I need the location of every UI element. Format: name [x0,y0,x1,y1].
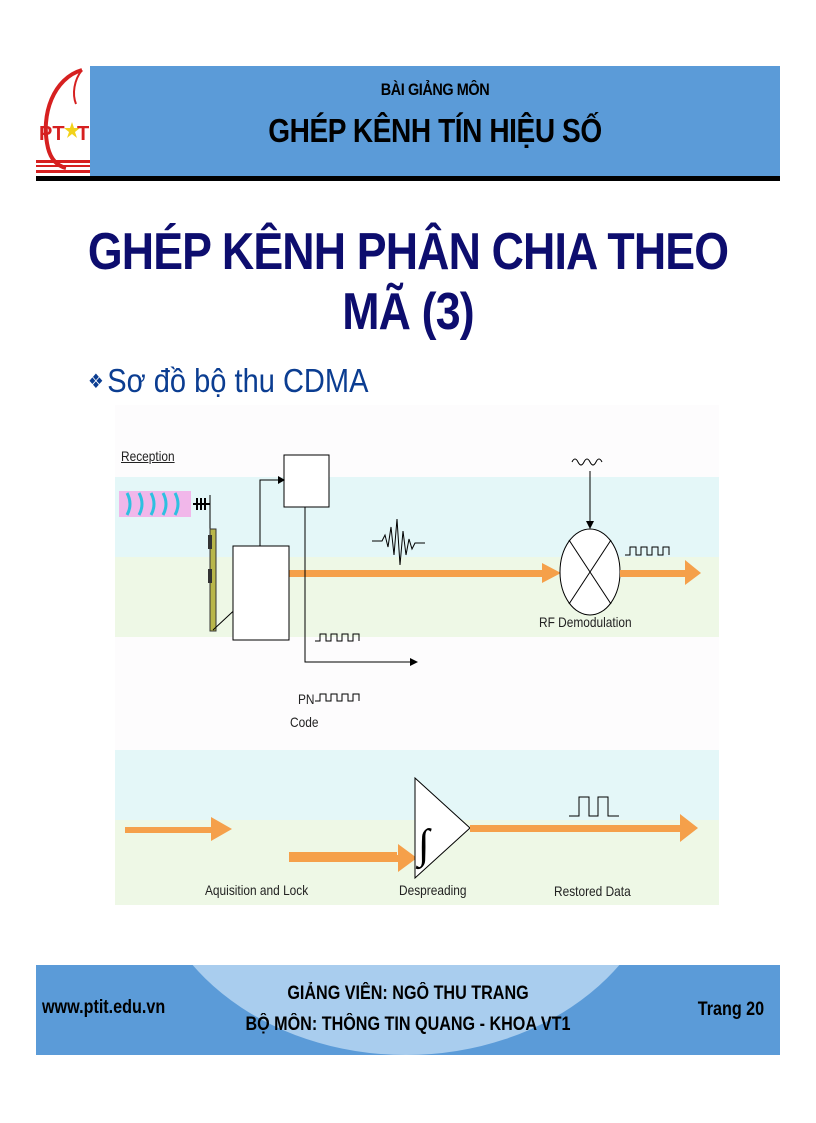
rf-demodulation-label: RF Demodulation [539,614,632,630]
ptit-logo: PT T [36,64,90,174]
rf-burst-icon [372,518,425,566]
department-name: BỘ MÔN: THÔNG TIN QUANG - KHOA VT1 [245,1014,571,1035]
header-subtitle: BÀI GIẢNG MÔN [380,80,490,99]
carrier-wave-icon [571,458,603,466]
pn-code-line1: PN [298,691,315,707]
slide-title: GHÉP KÊNH PHÂN CHIA THEO MÃ (3) [87,223,729,341]
lecturer-name: GIẢNG VIÊN: NGÔ THU TRANG [287,983,529,1004]
antenna-icon [193,495,271,632]
restored-data-label: Restored Data [554,883,631,899]
svg-text:∫: ∫ [415,822,432,870]
despreading-label: Despreading [399,882,467,898]
acquisition-box [232,545,290,641]
page-number: Trang 20 [697,999,764,1020]
header-divider [36,176,780,181]
header-banner [90,66,780,176]
svg-text:PT: PT [39,123,65,145]
integrator-icon [414,776,471,880]
restored-data-waveform-icon [569,796,619,817]
svg-text:T: T [77,123,89,145]
acquisition-label: Aquisition and Lock [205,882,309,898]
diamond-bullet-icon: ❖ [88,370,104,393]
bullet-item: ❖ Sơ đồ bộ thu CDMA [88,362,368,400]
radio-wave-icon [119,491,191,517]
pn-code-box [283,454,330,508]
reception-label: Reception [121,448,175,464]
footer-banner [36,965,780,1055]
bullet-text: Sơ đồ bộ thu CDMA [107,362,369,399]
website-link[interactable]: www.ptit.edu.vn [42,997,166,1018]
course-title: GHÉP KÊNH TÍN HIỆU SỐ [268,112,602,149]
pn-code-line2: Code [290,714,319,730]
